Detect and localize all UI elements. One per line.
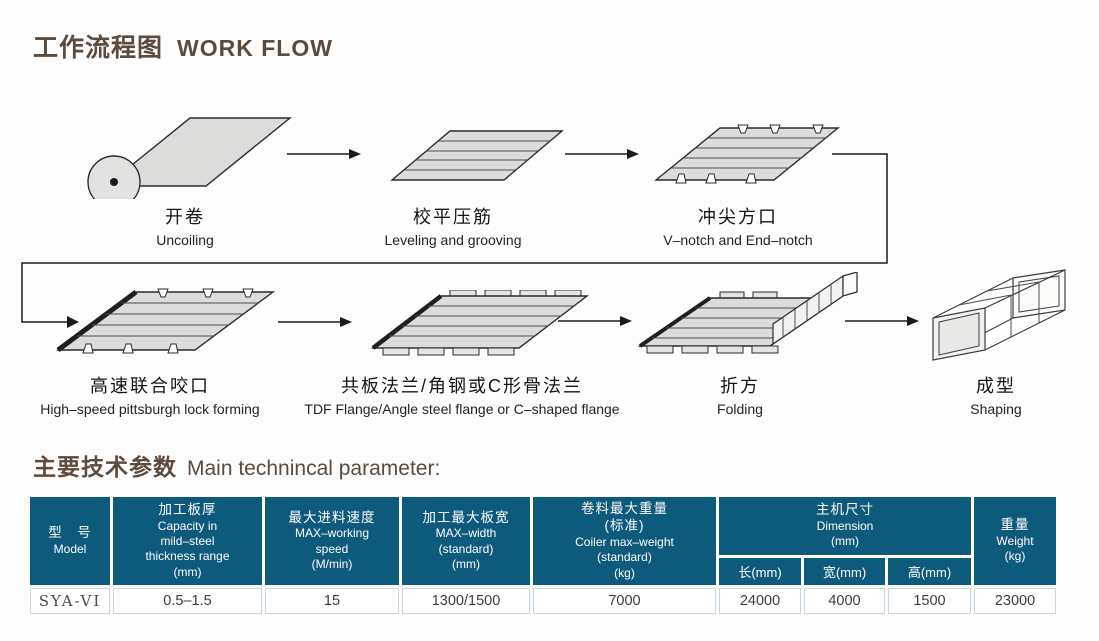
col-header-weight: 重量 Weight (kg) <box>974 497 1056 585</box>
cell-capacity: 0.5–1.5 <box>113 588 262 614</box>
vnotch-illustration <box>654 124 840 184</box>
step-label-en: High–speed pittsburgh lock forming <box>40 401 260 417</box>
flow-step-shaping: 成型 Shaping <box>896 372 1096 417</box>
step-label-en: Uncoiling <box>156 232 214 248</box>
col-header-height: 高(mm) <box>888 558 971 585</box>
tdf-flange-illustration <box>370 290 590 356</box>
flow-step-folding: 折方 Folding <box>640 372 840 417</box>
cell-max-width: 1300/1500 <box>402 588 530 614</box>
pittsburgh-lock-illustration <box>55 288 276 354</box>
step-label-en: V–notch and End–notch <box>663 232 813 248</box>
parameters-title-zh: 主要技术参数 <box>33 454 177 480</box>
cell-weight: 23000 <box>974 588 1056 614</box>
col-header-length: 长(mm) <box>719 558 801 585</box>
folding-illustration <box>637 272 858 354</box>
col-header-width-sub: 宽(mm) <box>804 558 885 585</box>
col-header-dimension: 主机尺寸 Dimension (mm) <box>719 497 971 555</box>
page-title-zh: 工作流程图 <box>33 34 164 62</box>
cell-length: 24000 <box>719 588 801 614</box>
flow-step-uncoiling: 开卷 Uncoiling <box>85 203 285 248</box>
flow-step-vnotch: 冲尖方口 V–notch and End–notch <box>613 203 863 248</box>
parameters-title-en: Main technincal parameter: <box>187 457 441 480</box>
flow-connector-line <box>21 153 888 328</box>
col-header-capacity: 加工板厚 Capacity in mild–steel thickness ra… <box>113 497 262 585</box>
cell-coiler-weight: 7000 <box>533 588 716 614</box>
uncoiling-illustration <box>87 117 292 199</box>
step-label-zh: 校平压筋 <box>413 207 493 227</box>
page-title-en: WORK FLOW <box>177 35 333 61</box>
shaping-illustration <box>932 269 1066 361</box>
flow-step-pittsburgh-lock: 高速联合咬口 High–speed pittsburgh lock formin… <box>0 372 300 417</box>
parameters-section-title: 主要技术参数 Main technincal parameter: <box>33 448 440 482</box>
col-header-model: 型 号 Model <box>30 497 110 585</box>
flow-arrow-1 <box>287 149 361 159</box>
flow-arrow-3 <box>278 317 352 327</box>
flow-arrow-2 <box>565 149 639 159</box>
step-label-zh: 折方 <box>720 376 760 396</box>
flow-step-tdf-flange: 共板法兰/角钢或C形骨法兰 TDF Flange/Angle steel fla… <box>282 372 642 417</box>
cell-model: SYA-VI <box>30 588 110 614</box>
step-label-zh: 开卷 <box>165 207 205 227</box>
flow-step-leveling: 校平压筋 Leveling and grooving <box>353 203 553 248</box>
leveling-grooving-illustration <box>390 130 564 181</box>
cell-height: 1500 <box>888 588 971 614</box>
flow-arrow-5 <box>845 316 919 326</box>
page-title: 工作流程图 WORK FLOW <box>33 28 333 64</box>
step-label-zh: 冲尖方口 <box>698 207 778 227</box>
cell-max-speed: 15 <box>265 588 399 614</box>
col-header-coiler-weight: 卷料最大重量 (标准) Coiler max–weight (standard)… <box>533 497 716 585</box>
step-label-zh: 共板法兰/角钢或C形骨法兰 <box>341 376 583 396</box>
col-header-max-speed: 最大进料速度 MAX–working speed (M/min) <box>265 497 399 585</box>
step-label-en: Shaping <box>970 401 1022 417</box>
cell-width-dim: 4000 <box>804 588 885 614</box>
step-label-en: Leveling and grooving <box>384 232 522 248</box>
step-label-zh: 成型 <box>976 376 1016 396</box>
step-label-en: TDF Flange/Angle steel flange or C–shape… <box>304 401 620 417</box>
step-label-zh: 高速联合咬口 <box>90 376 210 396</box>
step-label-en: Folding <box>717 401 763 417</box>
col-header-max-width: 加工最大板宽 MAX–width (standard) (mm) <box>402 497 530 585</box>
parameters-table: 型 号 Model 加工板厚 Capacity in mild–steel th… <box>30 497 1056 614</box>
flow-arrow-4 <box>558 316 632 326</box>
